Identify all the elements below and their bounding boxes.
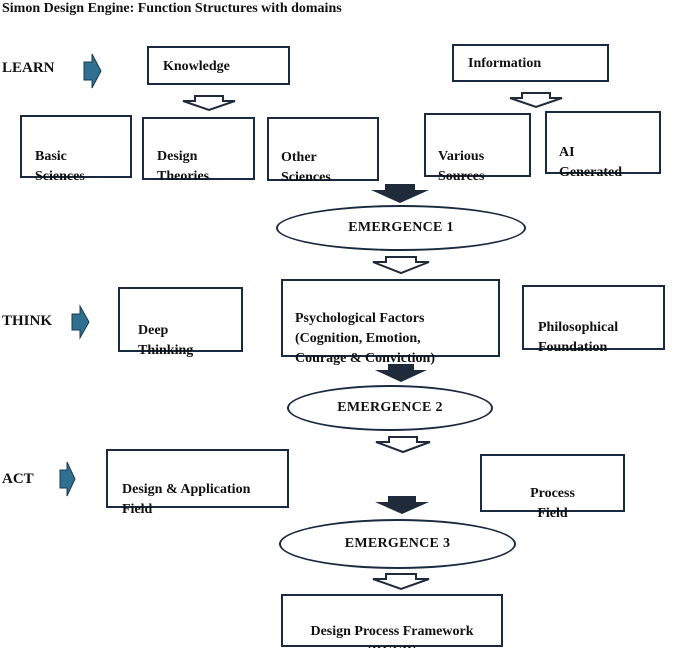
- ai-generated-box: AI Generated: [545, 111, 661, 180]
- emergence-3-oval: EMERGENCE 3: [279, 519, 516, 569]
- dark-arrow-to-emergence-3-icon: [375, 496, 429, 514]
- design-theories-label: Design Theories: [157, 149, 210, 184]
- philosophical-foundation-box: Philosophical Foundation: [522, 285, 665, 355]
- ai-generated-label: AI Generated: [559, 145, 622, 180]
- other-sciences-label: Other Sciences: [281, 150, 331, 185]
- information-box: Information: [452, 44, 609, 82]
- hollow-arrow-emergence-2-icon: [375, 436, 431, 454]
- emergence-3-label: EMERGENCE 3: [344, 536, 451, 551]
- basic-sciences-label: Basic Sciences: [35, 149, 85, 184]
- design-application-field-box: Design & Application Field: [106, 449, 289, 517]
- hollow-arrow-information-icon: [509, 92, 563, 109]
- information-label: Information: [468, 56, 542, 71]
- philosophical-foundation-label: Philosophical Foundation: [538, 320, 619, 355]
- design-application-field-label: Design & Application Field: [122, 482, 251, 517]
- hollow-arrow-emergence-3-icon: [372, 573, 430, 591]
- hollow-arrow-emergence-1-icon: [372, 256, 430, 275]
- diagram-title: Simon Design Engine: Function Structures…: [2, 1, 342, 16]
- various-sources-label: Various Sources: [438, 149, 485, 184]
- dark-arrow-to-emergence-2-icon: [375, 364, 427, 382]
- design-process-framework-box: Design Process Framework (DCCD): [281, 594, 503, 648]
- basic-sciences-box: Basic Sciences: [20, 115, 132, 184]
- psychological-factors-box: Psychological Factors (Cognition, Emotio…: [281, 279, 500, 366]
- process-field-label: Process Field: [530, 486, 575, 521]
- emergence-2-label: EMERGENCE 2: [337, 400, 443, 415]
- various-sources-box: Various Sources: [424, 113, 531, 184]
- psychological-factors-label: Psychological Factors (Cognition, Emotio…: [295, 311, 435, 366]
- stage-arrow-act-icon: [59, 461, 76, 497]
- emergence-1-oval: EMERGENCE 1: [276, 205, 526, 251]
- stage-arrow-think-icon: [71, 304, 90, 340]
- knowledge-label: Knowledge: [163, 59, 230, 74]
- design-process-framework-label: Design Process Framework (DCCD): [310, 624, 474, 648]
- stage-label-act: ACT: [2, 471, 34, 487]
- deep-thinking-label: Deep Thinking: [138, 323, 194, 358]
- emergence-2-oval: EMERGENCE 2: [287, 385, 493, 431]
- other-sciences-box: Other Sciences: [267, 117, 379, 185]
- design-theories-box: Design Theories: [142, 117, 255, 184]
- stage-label-learn: LEARN: [2, 60, 55, 76]
- emergence-1-label: EMERGENCE 1: [348, 220, 454, 235]
- process-field-box: Process Field: [480, 454, 625, 521]
- stage-arrow-learn-icon: [83, 53, 102, 89]
- deep-thinking-box: Deep Thinking: [118, 287, 243, 358]
- dark-arrow-to-emergence-1-icon: [371, 184, 429, 203]
- stage-label-think: THINK: [2, 313, 53, 329]
- hollow-arrow-knowledge-icon: [182, 95, 236, 112]
- knowledge-box: Knowledge: [147, 46, 290, 85]
